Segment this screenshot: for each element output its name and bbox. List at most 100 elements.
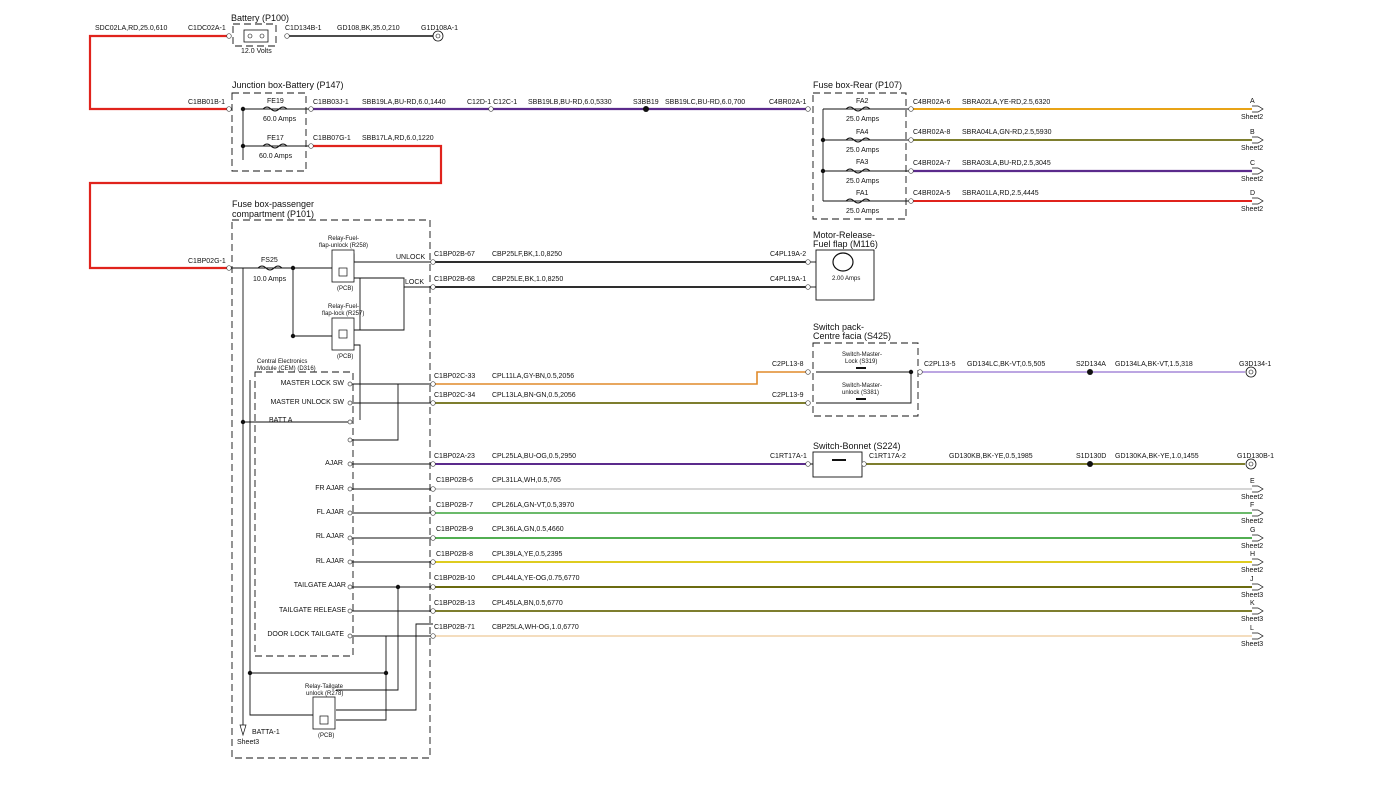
wire-label: GD108,BK,35.0,210 <box>337 25 400 32</box>
relay-lock-title-2: flap-lock (R257) <box>322 311 364 317</box>
splice-label: S2D134A <box>1076 361 1106 368</box>
fa4-amps: 25.0 Amps <box>846 147 880 154</box>
cem-title-1: Central Electronics <box>257 359 307 365</box>
off-sheet-letter: H <box>1250 551 1255 558</box>
fa1-amps: 25.0 Amps <box>846 208 880 215</box>
off-sheet-letter: A <box>1250 98 1255 105</box>
fa2-label: FA2 <box>856 98 869 105</box>
connector-label: C1DC02A-1 <box>188 25 226 32</box>
wire-label: SBRA01LA,RD,2.5,4445 <box>962 190 1039 197</box>
connector-label: C1BP02B-68 <box>434 276 475 283</box>
splice-s3bb19 <box>643 106 649 112</box>
internal-wiring <box>229 108 912 725</box>
off-sheet-sheet-ref: Sheet3 <box>1241 641 1263 648</box>
connector-label: C4BR02A-1 <box>769 99 806 106</box>
off-sheet-sheet-ref: Sheet2 <box>1241 494 1263 501</box>
switch-unlock-title-2: unlock (S381) <box>842 390 879 396</box>
switch-pack-title-1: Switch pack- <box>813 322 864 332</box>
motor-title-2: Fuel flap (M116) <box>813 239 878 249</box>
connector-label: C1D134B-1 <box>285 25 322 32</box>
wire-label: CPL45LA,BN,0.5,6770 <box>492 600 563 607</box>
fuse-fa1-icon <box>845 198 871 204</box>
connector-label: C1BP02B-8 <box>436 551 473 558</box>
off-sheet-connector: A Sheet2 <box>1241 98 1264 121</box>
off-sheet-arrow-icon <box>1252 485 1264 493</box>
off-sheet-arrow-icon <box>1252 583 1264 591</box>
off-sheet-arrow-icon <box>1252 136 1264 144</box>
off-sheet-sheet-ref: Sheet2 <box>1241 176 1263 183</box>
connector-label: C1BP02B-9 <box>436 526 473 533</box>
fuse-fa3-icon <box>845 168 871 174</box>
ground-icon <box>1245 458 1257 470</box>
lock-label: LOCK <box>405 279 424 286</box>
off-sheet-arrow-icon <box>1252 632 1264 640</box>
wire-label: CBP25LA,WH-OG,1.0,6770 <box>492 624 579 631</box>
wire-label: SBB19LC,BU-RD,6.0,700 <box>665 99 745 106</box>
wire-label: SBRA04LA,GN-RD,2.5,5930 <box>962 129 1052 136</box>
relay-unlock-symbol <box>331 249 355 283</box>
fuse-box-rear-box <box>812 92 907 220</box>
connector-label: C4BR02A-6 <box>913 99 950 106</box>
cem-pin-tailgate-ajar: TAILGATE AJAR <box>294 582 346 589</box>
wires <box>88 34 1252 637</box>
splice-label: S3BB19 <box>633 99 659 106</box>
wire-label: CPL11LA,GY-BN,0.5,2056 <box>492 373 574 380</box>
connector-pins <box>226 33 923 639</box>
relay-unlock-title-2: flap-unlock (R258) <box>319 243 368 249</box>
wire-label: CPL39LA,YE,0.5,2395 <box>492 551 563 558</box>
wire-label: GD134LC,BK-VT,0.5,505 <box>967 361 1045 368</box>
off-sheet-arrow-icon <box>1252 509 1264 517</box>
connector-label: C12D-1 C12C-1 <box>467 99 517 106</box>
off-sheet-arrow-icon <box>1252 167 1264 175</box>
ground-icon <box>1245 366 1257 378</box>
off-sheet-letter: F <box>1250 502 1254 509</box>
wire-label: GD130KB,BK-YE,0.5,1985 <box>949 453 1033 460</box>
connector-label: C4BR02A-7 <box>913 160 950 167</box>
fuse-fa4-icon <box>845 137 871 143</box>
relay-tailgate-symbol <box>312 696 336 730</box>
wire-label: CBP25LF,BK,1.0,8250 <box>492 251 562 258</box>
off-sheet-sheet-ref: Sheet2 <box>1241 114 1263 121</box>
off-sheet-arrows: ASheet2BSheet2CSheet2DSheet2ESheet2FShee… <box>1241 98 1264 648</box>
wire-label: SBB17LA,RD,6.0,1220 <box>362 135 434 142</box>
ground-label: G1D130B-1 <box>1237 453 1274 460</box>
connector-label: C1BB01B-1 <box>188 99 225 106</box>
fuse-box-rear-title: Fuse box-Rear (P107) <box>813 80 902 90</box>
cem-pin-tailgate-release: TAILGATE RELEASE <box>279 607 346 614</box>
off-sheet-letter: B <box>1250 129 1255 136</box>
relay-tailgate-title-1: Relay-Tailgate <box>305 684 344 690</box>
fa4-label: FA4 <box>856 129 869 136</box>
motor-icon <box>832 252 854 272</box>
fa3-label: FA3 <box>856 159 869 166</box>
wire-label: GD134LA,BK-VT,1.5,318 <box>1115 361 1193 368</box>
ground-label: G1D108A-1 <box>421 25 458 32</box>
cem-pin-rl-ajar-1: RL AJAR <box>316 533 344 540</box>
splice-s2d134a <box>1087 369 1093 375</box>
cem-box <box>254 371 354 657</box>
labels: Battery (P100) 12.0 Volts Junction box-B… <box>95 13 1274 746</box>
fuse-box-passenger-title-2: compartment (P101) <box>232 209 314 219</box>
off-sheet-arrow-icon <box>1252 197 1264 205</box>
wire-label: CBP25LE,BK,1.0,8250 <box>492 276 563 283</box>
off-sheet-letter: G <box>1250 527 1255 534</box>
fe19-amps: 60.0 Amps <box>263 116 297 123</box>
cem-pin-master-lock: MASTER LOCK SW <box>281 380 345 387</box>
relay-lock-pcb: (PCB) <box>337 354 353 360</box>
off-sheet-arrow-icon <box>1252 607 1264 615</box>
connector-label: C1BP02B-6 <box>436 477 473 484</box>
junction-box-title: Junction box-Battery (P147) <box>232 80 344 90</box>
wire-label: SDC02LA,RD,25.0,610 <box>95 25 167 32</box>
fuse-fe19-icon <box>262 106 288 112</box>
switch-bonnet-box <box>812 451 863 478</box>
cem-pin-door-lock-tailgate: DOOR LOCK TAILGATE <box>267 631 344 638</box>
switch-bonnet-title: Switch-Bonnet (S224) <box>813 441 901 451</box>
connector-label: C1BP02B-13 <box>434 600 475 607</box>
switch-lock-title-2: Lock (S319) <box>845 359 877 365</box>
fs25-amps: 10.0 Amps <box>253 276 287 283</box>
cem-title-2: Module (CEM) (D316) <box>257 366 316 372</box>
connector-label: C1BB07G-1 <box>313 135 351 142</box>
ground-symbols <box>239 30 1257 737</box>
